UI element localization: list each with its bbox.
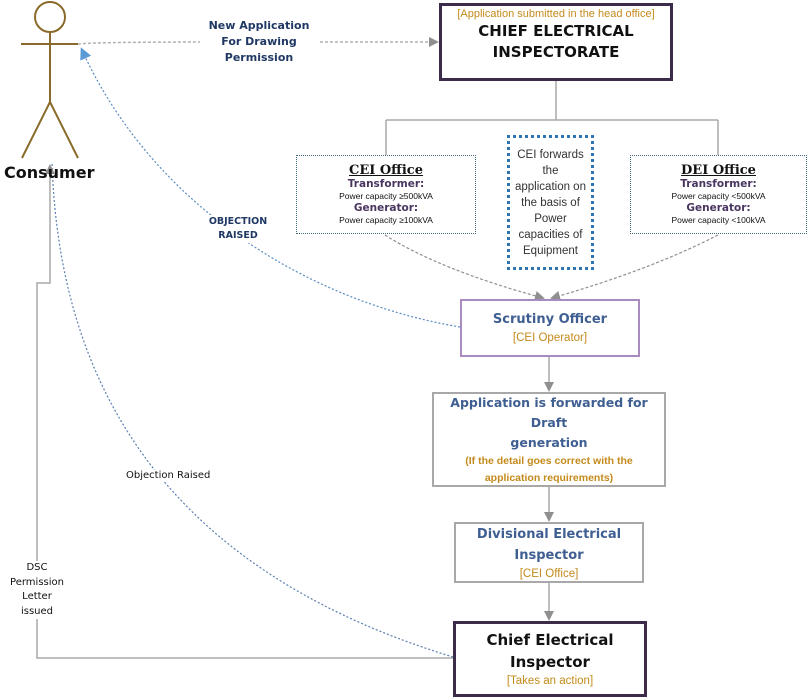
divisional-title: Divisional Electrical Inspector (476, 526, 622, 563)
cei-office-box[interactable]: CEI Office Transformer: Power capacity ≥… (296, 155, 476, 234)
dei-generator-label: Generator: (686, 202, 751, 214)
chief-subtitle: [Takes an action] (506, 674, 594, 687)
dei-office-title: DEI Office (681, 163, 756, 178)
draft-generation-box[interactable]: Application is forwarded for Draft gener… (432, 392, 666, 487)
consumer-label: Consumer (4, 163, 95, 182)
dsc-issued-arrow (36, 164, 453, 659)
chief-electrical-inspectorate-box[interactable]: [Application submitted in the head offic… (439, 3, 673, 81)
office-branch-lines (385, 80, 719, 155)
dei-transformer-label: Transformer: (680, 178, 757, 190)
draft-note: (If the detail goes correct with the app… (465, 454, 633, 484)
new-application-label: New Application For Drawing Permission (200, 18, 318, 66)
chief-inspector-box[interactable]: Chief Electrical Inspector [Takes an act… (453, 621, 647, 697)
chief-title: Chief Electrical Inspector (486, 630, 614, 671)
new-application-arrow (77, 42, 437, 44)
draft-title: Application is forwarded for Draft gener… (450, 394, 648, 450)
scrutiny-subtitle: [CEI Operator] (512, 331, 588, 344)
scrutiny-officer-box[interactable]: Scrutiny Officer [CEI Operator] (460, 299, 640, 357)
dei-generator-value: Power capacity <100kVA (671, 215, 766, 225)
forward-note-box: CEI forwards the application on the basi… (507, 135, 594, 270)
dsc-issued-label: DSC Permission Letter issued (6, 561, 68, 619)
divisional-subtitle: [CEI Office] (519, 567, 579, 580)
scrutiny-title: Scrutiny Officer (492, 311, 608, 327)
cei-office-title: CEI Office (349, 163, 423, 178)
head-office-title: CHIEF ELECTRICAL INSPECTORATE (478, 22, 634, 61)
divisional-inspector-box[interactable]: Divisional Electrical Inspector [CEI Off… (454, 522, 644, 583)
forward-note-text: CEI forwards the application on the basi… (515, 148, 586, 257)
objection-upper-label: OBJECTION RAISED (200, 215, 276, 243)
cei-transformer-label: Transformer: (347, 178, 425, 190)
head-office-note: [Application submitted in the head offic… (457, 8, 655, 20)
consumer-actor-icon (21, 1, 79, 159)
cei-to-scrutiny-arrow (384, 234, 545, 301)
objection-lower-label: Objection Raised (124, 470, 213, 481)
dei-office-box[interactable]: DEI Office Transformer: Power capacity <… (630, 155, 807, 234)
cei-generator-label: Generator: (353, 202, 419, 214)
dei-to-scrutiny-arrow (550, 234, 719, 301)
cei-transformer-value: Power capacity ≥500kVA (339, 191, 433, 201)
cei-generator-value: Power capacity ≥100kVA (339, 215, 433, 225)
dei-transformer-value: Power capacity <500kVA (671, 191, 766, 201)
